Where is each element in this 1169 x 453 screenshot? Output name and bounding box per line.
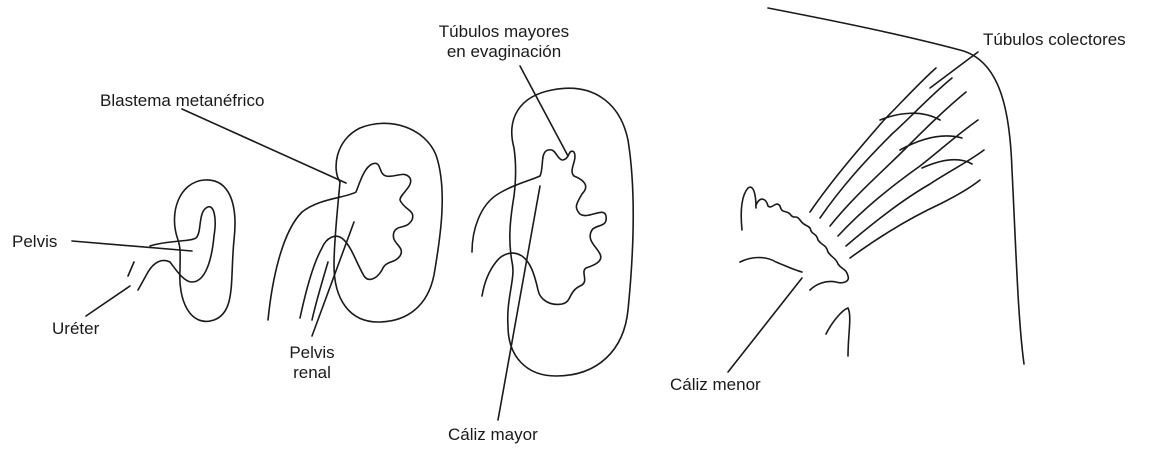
label-pelvis-renal-line1: Pelvis [272, 343, 352, 363]
leader-ureter [86, 286, 130, 316]
leader-tubulos-colectores [930, 52, 978, 88]
kidney-1-ureter-lower [128, 262, 134, 276]
lower-calyx-stub [826, 308, 850, 356]
label-pelvis-renal-line2: renal [272, 363, 352, 383]
label-ureter: Uréter [52, 319, 99, 339]
leader-tubulos-mayores [520, 66, 568, 156]
label-blastema-metanefrico: Blastema metanéfrico [100, 91, 264, 111]
outer-boundary-curve [768, 8, 1024, 364]
minor-calyx-cup-wall [756, 199, 848, 290]
leader-pelvis [72, 241, 192, 251]
kidney-2-outline [334, 123, 442, 322]
label-tubulos-mayores-line1: Túbulos mayores [412, 22, 596, 42]
kidney-1-pelvis-upper [138, 207, 215, 290]
label-caliz-mayor: Cáliz mayor [448, 425, 538, 445]
leader-caliz-mayor [498, 186, 540, 420]
leader-pelvis-renal [312, 222, 354, 336]
kidney-3-pelvis [472, 150, 606, 305]
label-tubulos-colectores: Túbulos colectores [983, 30, 1126, 50]
calyx-detail [740, 8, 1024, 364]
label-tubulos-mayores: Túbulos mayores en evaginación [412, 22, 596, 62]
collecting-tubules [810, 68, 984, 258]
label-tubulos-mayores-line2: en evaginación [412, 42, 596, 62]
label-pelvis: Pelvis [12, 232, 57, 252]
minor-calyx-left-wall [741, 187, 756, 230]
label-pelvis-renal: Pelvis renal [272, 343, 352, 383]
minor-calyx-inner-wall [740, 258, 802, 273]
leader-blastema [182, 109, 346, 183]
kidney-3-outline [508, 88, 634, 376]
kidney-2-ureter-inner [312, 262, 328, 320]
kidney-stage-2 [268, 123, 442, 322]
label-caliz-menor: Cáliz menor [670, 375, 761, 395]
kidney-stage-3 [472, 88, 633, 376]
leader-caliz-menor [728, 278, 802, 372]
